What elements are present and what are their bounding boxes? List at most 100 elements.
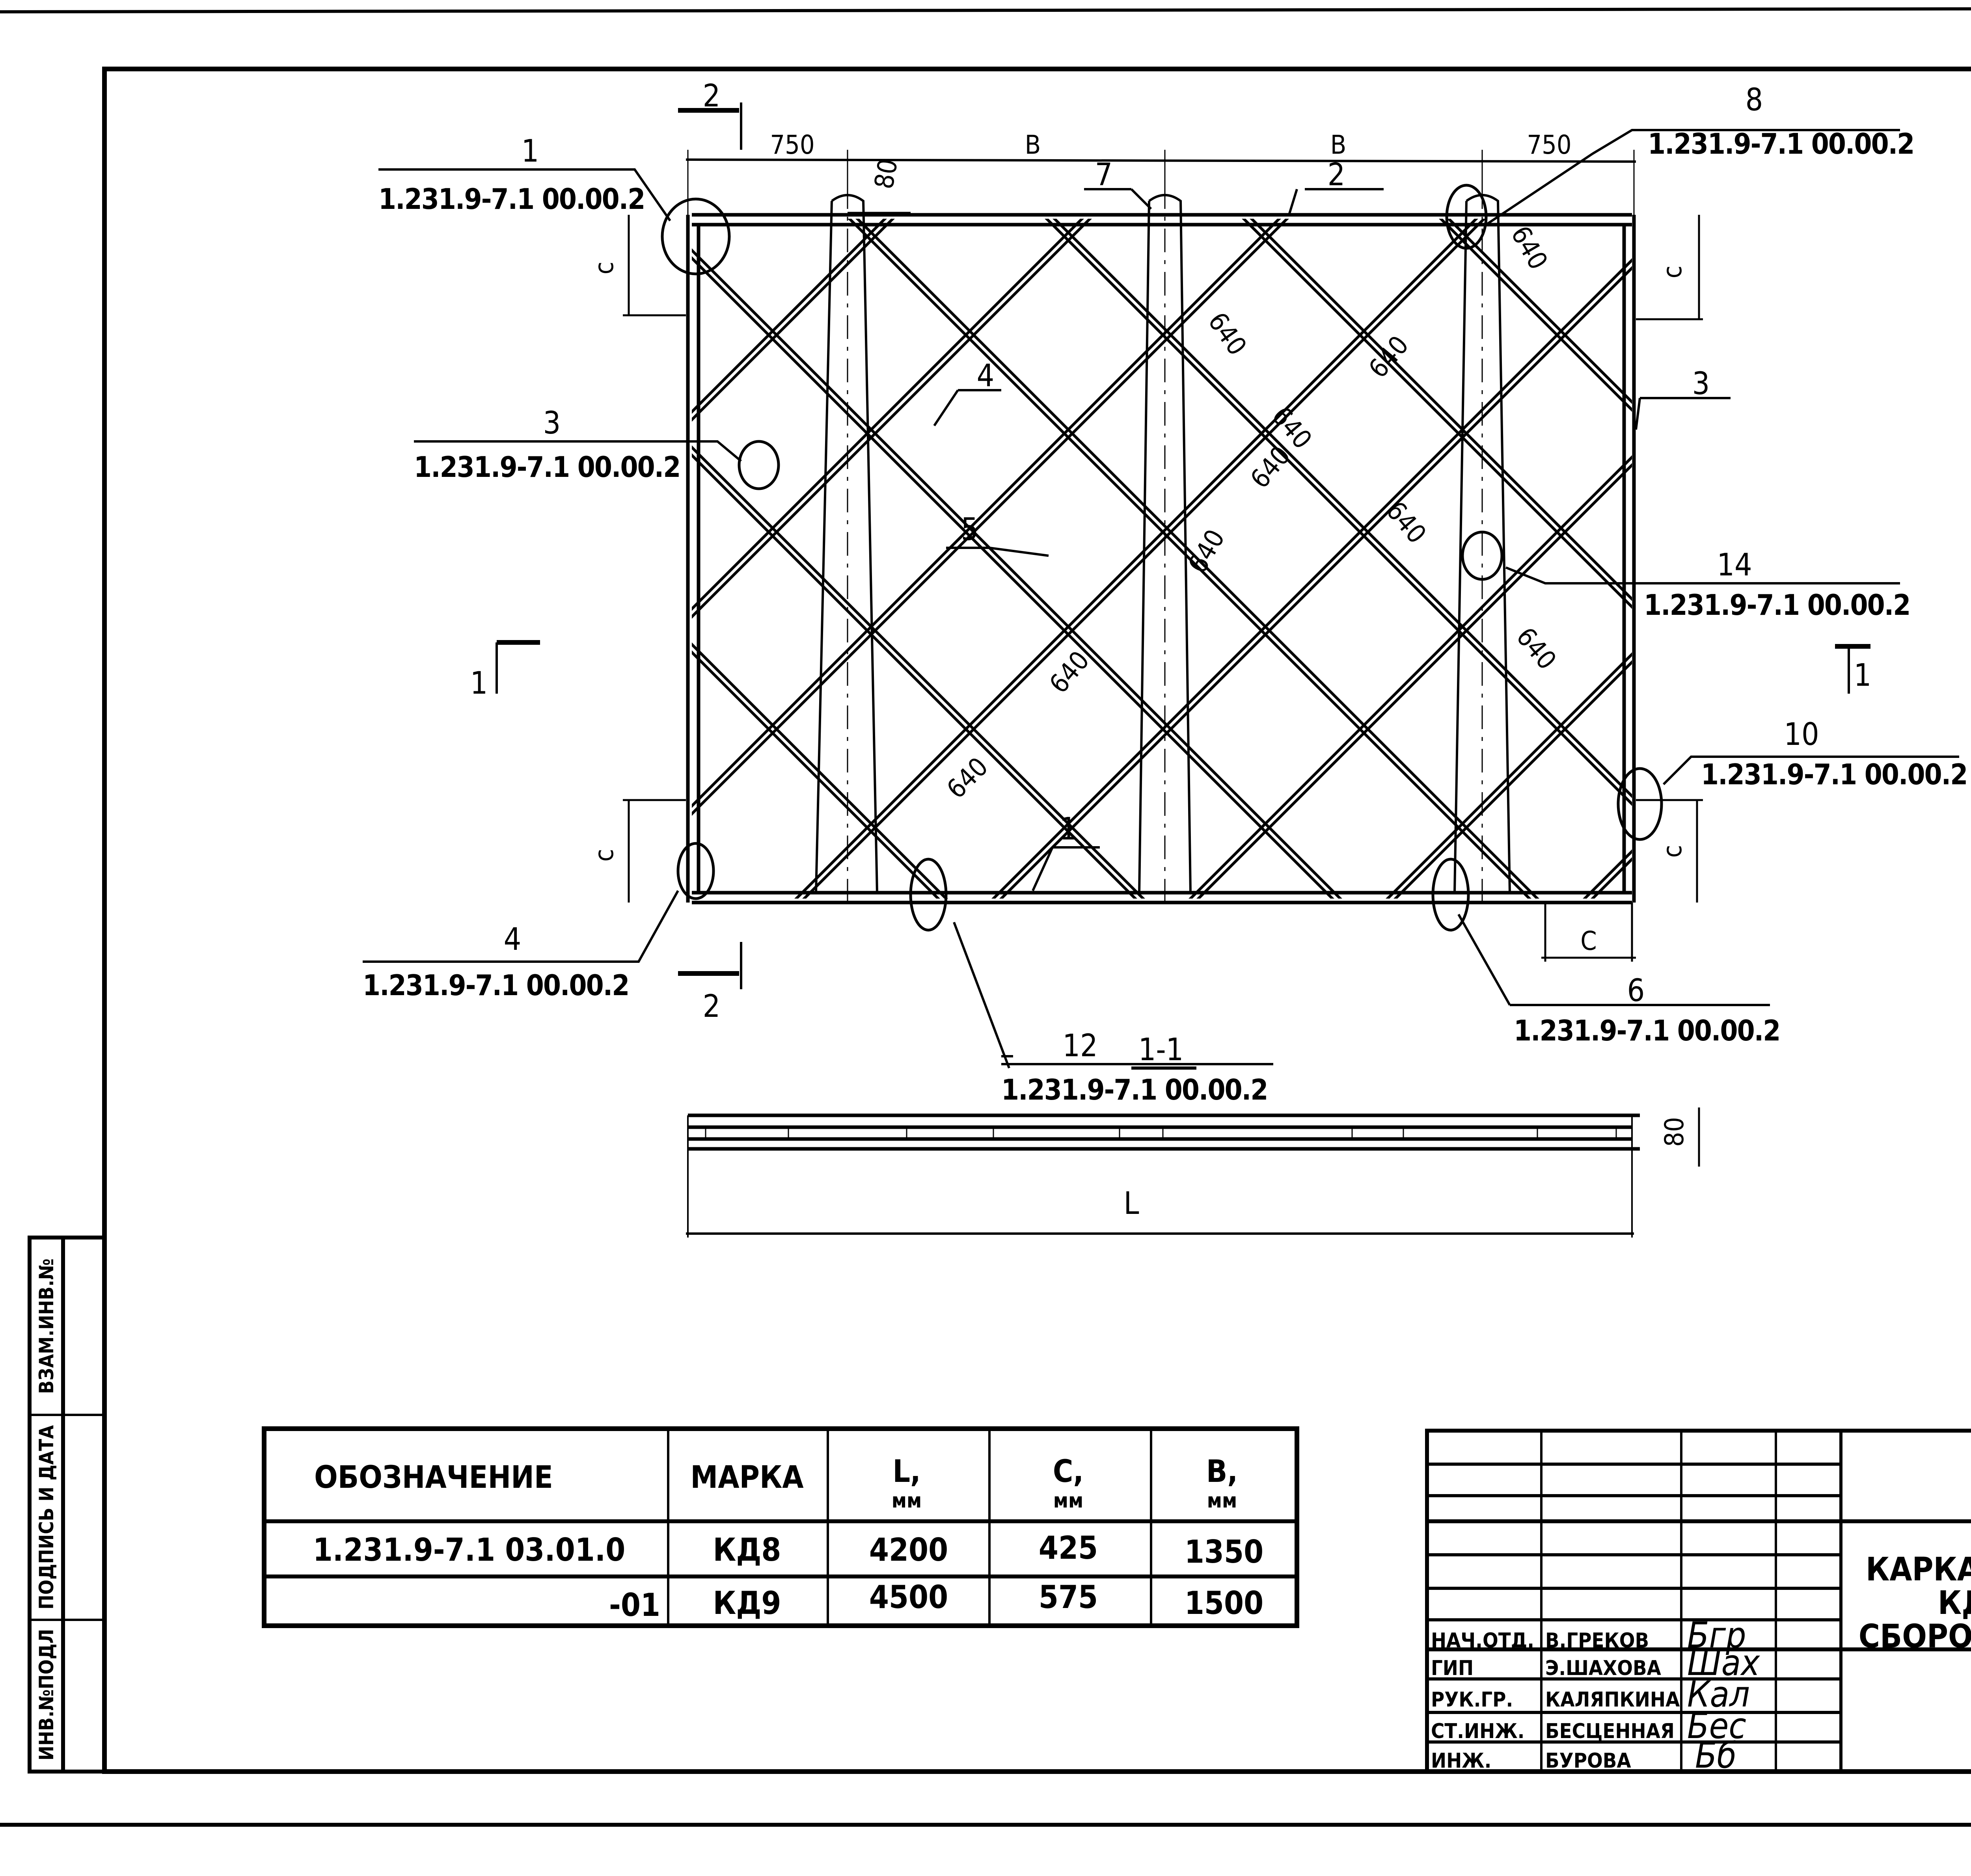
dim-rib-width: 80: [868, 156, 904, 191]
svg-text:Э.ШАХОВА: Э.ШАХОВА: [1545, 1656, 1661, 1680]
callout-leaders: [363, 129, 1959, 1069]
spec-header-l: L,: [892, 1454, 920, 1489]
svg-text:КД8: КД8: [713, 1532, 781, 1568]
callout-8-ref: 1.231.9-7.1 00.00.2: [1648, 127, 1914, 160]
svg-text:4500: 4500: [869, 1579, 948, 1615]
svg-text:640: 640: [1505, 221, 1554, 275]
title-block: 1.231.9-7.1 03.01.0СБ КАРКАС ДЕРЕВЯННЫЙ …: [1425, 1429, 1971, 1776]
callout-4-number: 4: [504, 922, 522, 957]
callout-12-ref: 1.231.9-7.1 00.00.2: [1001, 1073, 1267, 1106]
title-block-title-3: СБОРОЧНЫЙ ЧЕРТЕЖ: [1859, 1617, 1971, 1655]
svg-text:425: 425: [1039, 1530, 1098, 1566]
side-stamp-original-inv: ИНВ.№ПОДЛ: [35, 1629, 58, 1761]
section-mark-1-right: 1: [1854, 658, 1872, 693]
callout-7-number: 7: [1095, 157, 1113, 193]
svg-text:ГИП: ГИП: [1431, 1656, 1474, 1680]
spec-row: 1.231.9-7.1 03.01.0 КД8 4200 425 1350: [313, 1530, 1263, 1570]
section-1-1-thickness: 80: [1659, 1117, 1690, 1147]
signature-row: РУК.ГР. КАЛЯПКИНА Кал: [1431, 1674, 1750, 1715]
svg-text:640: 640: [941, 752, 994, 805]
signature-scribble: Шах: [1687, 1642, 1760, 1684]
dim-top-750-left: 750: [770, 130, 814, 160]
side-stamp-replacement-inv: ВЗАМ.ИНВ.№: [35, 1258, 58, 1394]
sheet-border: [0, 7, 1971, 1827]
callout-4b-number: 4: [977, 358, 995, 394]
svg-text:КД9: КД9: [713, 1585, 781, 1621]
signature-scribble: Бгр: [1687, 1615, 1746, 1656]
svg-text:ИНЖ.: ИНЖ.: [1431, 1749, 1491, 1773]
callout-12-number: 12: [1062, 1028, 1097, 1064]
callout-3-ref: 1.231.9-7.1 00.00.2: [414, 450, 680, 484]
svg-text:СТ.ИНЖ.: СТ.ИНЖ.: [1431, 1720, 1524, 1743]
callout-1b-number: 1: [1060, 811, 1077, 847]
section-1-1-length: L: [1123, 1186, 1139, 1221]
signature-row: СТ.ИНЖ. БЕСЦЕННАЯ Бес: [1431, 1705, 1746, 1747]
diagonal-dimensions: 640 640 640 640 640 640 640 640 640 640: [941, 221, 1562, 804]
section-mark-2-bottom: 2: [703, 989, 721, 1024]
callout-8-number: 8: [1746, 82, 1763, 118]
callout-6-number: 6: [1627, 973, 1645, 1009]
callout-3b-number: 3: [1692, 366, 1710, 402]
diagonal-lattice: [692, 219, 1632, 899]
callout-2-number: 2: [1328, 157, 1345, 193]
spec-header-mark: МАРКА: [690, 1460, 803, 1495]
signature-scribble: Бб: [1695, 1735, 1736, 1776]
callout-14-number: 14: [1717, 547, 1752, 583]
svg-text:640: 640: [1510, 622, 1562, 675]
svg-text:БУРОВА: БУРОВА: [1545, 1749, 1631, 1773]
dim-c-left-top: c: [589, 262, 619, 275]
section-marks: [496, 102, 1870, 989]
corner-dimension-lines: [623, 215, 1703, 962]
title-block-title-2: КД8, КД9: [1938, 1584, 1971, 1622]
svg-text:640: 640: [1182, 524, 1231, 578]
signature-rows: НАЧ.ОТД. В.ГРЕКОВ Бгр ГИП Э.ШАХОВА Шах Р…: [1431, 1615, 1760, 1776]
callout-14-ref: 1.231.9-7.1 00.00.2: [1644, 588, 1910, 622]
callout-6-ref: 1.231.9-7.1 00.00.2: [1514, 1014, 1780, 1047]
signature-row: ИНЖ. БУРОВА Бб: [1431, 1735, 1736, 1776]
callout-3-number: 3: [543, 406, 561, 441]
section-1-1-title: 1-1: [1138, 1032, 1184, 1068]
spec-header-b: B,: [1206, 1454, 1238, 1489]
signature-row: ГИП Э.ШАХОВА Шах: [1431, 1642, 1760, 1684]
svg-text:-01: -01: [609, 1587, 660, 1623]
signature-row: НАЧ.ОТД. В.ГРЕКОВ Бгр: [1431, 1615, 1746, 1656]
callout-10-ref: 1.231.9-7.1 00.00.2: [1701, 758, 1967, 791]
vertical-ribs: [815, 185, 1511, 903]
spec-header-l-unit: мм: [892, 1489, 922, 1513]
svg-text:1500: 1500: [1185, 1585, 1263, 1621]
callout-10-number: 10: [1784, 717, 1819, 752]
dim-top-b-left: B: [1025, 130, 1041, 160]
svg-text:640: 640: [1244, 440, 1297, 494]
callout-1-number: 1: [522, 134, 539, 169]
svg-text:1.231.9-7.1 03.01.0: 1.231.9-7.1 03.01.0: [313, 1532, 626, 1568]
dim-c-right-bottom: c: [1657, 845, 1688, 858]
lattice-down-right: [692, 219, 1632, 899]
callout-4-ref: 1.231.9-7.1 00.00.2: [363, 969, 629, 1002]
detail-circles: [661, 184, 1663, 932]
callout-1-ref: 1.231.9-7.1 00.00.2: [378, 182, 645, 216]
svg-text:РУК.ГР.: РУК.ГР.: [1431, 1688, 1513, 1712]
dim-c-right-top: c: [1657, 266, 1688, 279]
svg-text:НАЧ.ОТД.: НАЧ.ОТД.: [1431, 1629, 1534, 1653]
dim-c-bottom: C: [1580, 926, 1597, 956]
plan-view: 750 B B 750 80 c c c c C 640 640 640 640…: [363, 78, 1968, 1106]
section-1-1: 1-1 80 L: [686, 1032, 1700, 1238]
callout-5-number: 5: [961, 512, 979, 547]
title-block-title-1: КАРКАС ДЕРЕВЯННЫЙ: [1866, 1550, 1971, 1588]
svg-text:640: 640: [1202, 307, 1252, 361]
svg-text:1350: 1350: [1185, 1534, 1263, 1570]
side-stamp: ВЗАМ.ИНВ.№ ПОДПИСЬ И ДАТА ИНВ.№ПОДЛ: [28, 1236, 106, 1774]
signature-scribble: Бес: [1687, 1705, 1746, 1747]
spec-header-c: C,: [1053, 1454, 1084, 1489]
signature-scribble: Кал: [1687, 1674, 1750, 1715]
svg-text:4200: 4200: [869, 1532, 948, 1568]
part-callouts: 1 1.231.9-7.1 00.00.2 2 3 1.231.9-7.1 00…: [363, 82, 1968, 1106]
spec-table: ОБОЗНАЧЕНИЕ МАРКА L, мм C, мм B, мм 1.23…: [262, 1426, 1299, 1628]
section-mark-1-left: 1: [470, 666, 488, 701]
top-dimension-line: [686, 150, 1636, 215]
dim-top-750-right: 750: [1527, 130, 1571, 160]
spec-header-designation: ОБОЗНАЧЕНИЕ: [314, 1460, 553, 1495]
dim-c-left-bottom: c: [589, 849, 619, 862]
dim-top-b-right: B: [1330, 130, 1347, 160]
